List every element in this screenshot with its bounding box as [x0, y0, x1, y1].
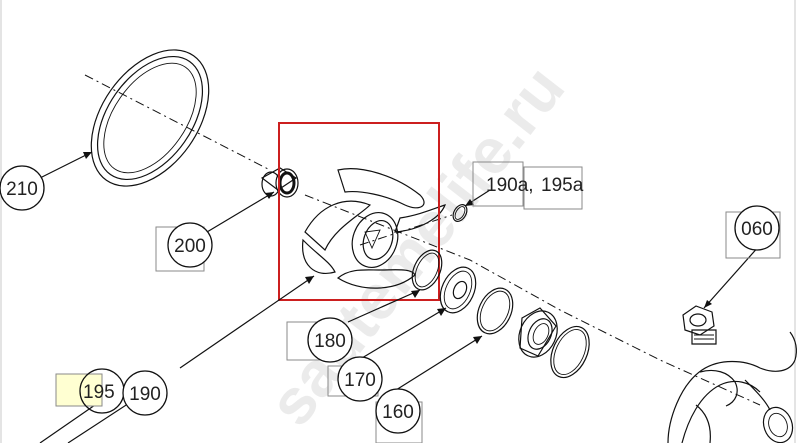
callout-190[interactable]: 190	[122, 370, 168, 416]
callout-195[interactable]: 195	[55, 368, 125, 414]
callout-170[interactable]: 170	[327, 356, 383, 402]
callout-195-label: 195	[83, 382, 115, 403]
part-060-plug	[682, 305, 717, 345]
part-160-oring	[476, 287, 514, 335]
part-190a-195a-oring	[452, 204, 468, 222]
part-seal-bearing	[518, 307, 558, 358]
callout-210-label: 210	[6, 179, 38, 200]
pump-housing	[667, 331, 797, 443]
callout-060-label: 060	[741, 219, 773, 240]
axis-to-oring-small	[359, 214, 453, 246]
callout-195a-label: 195a	[541, 175, 584, 196]
callout-190-label: 190	[129, 384, 161, 405]
part-oring-180b	[411, 249, 443, 291]
part-180-impeller	[302, 168, 447, 289]
callout-200[interactable]: 200	[155, 222, 213, 272]
callout-180-label: 180	[314, 331, 346, 352]
part-170-washer	[439, 266, 477, 314]
callout-060[interactable]: 060	[725, 205, 781, 259]
callout-170-label: 170	[344, 370, 376, 391]
leader-lines	[39, 151, 761, 443]
highlight-frame	[278, 122, 440, 301]
callout-200-label: 200	[174, 236, 206, 257]
callout-195-highlight	[55, 373, 103, 407]
callout-160-label: 160	[382, 402, 414, 423]
callout-190a-label: 190a,	[486, 175, 534, 196]
callout-210[interactable]: 210	[0, 165, 45, 211]
part-210-oring	[90, 49, 210, 187]
center-axis-line	[84, 74, 761, 406]
callout-190a-195a[interactable]: 190a, 195a	[472, 161, 584, 210]
callout-160[interactable]: 160	[375, 388, 423, 443]
callout-180[interactable]: 180	[286, 317, 353, 363]
part-oring-right	[550, 325, 590, 379]
